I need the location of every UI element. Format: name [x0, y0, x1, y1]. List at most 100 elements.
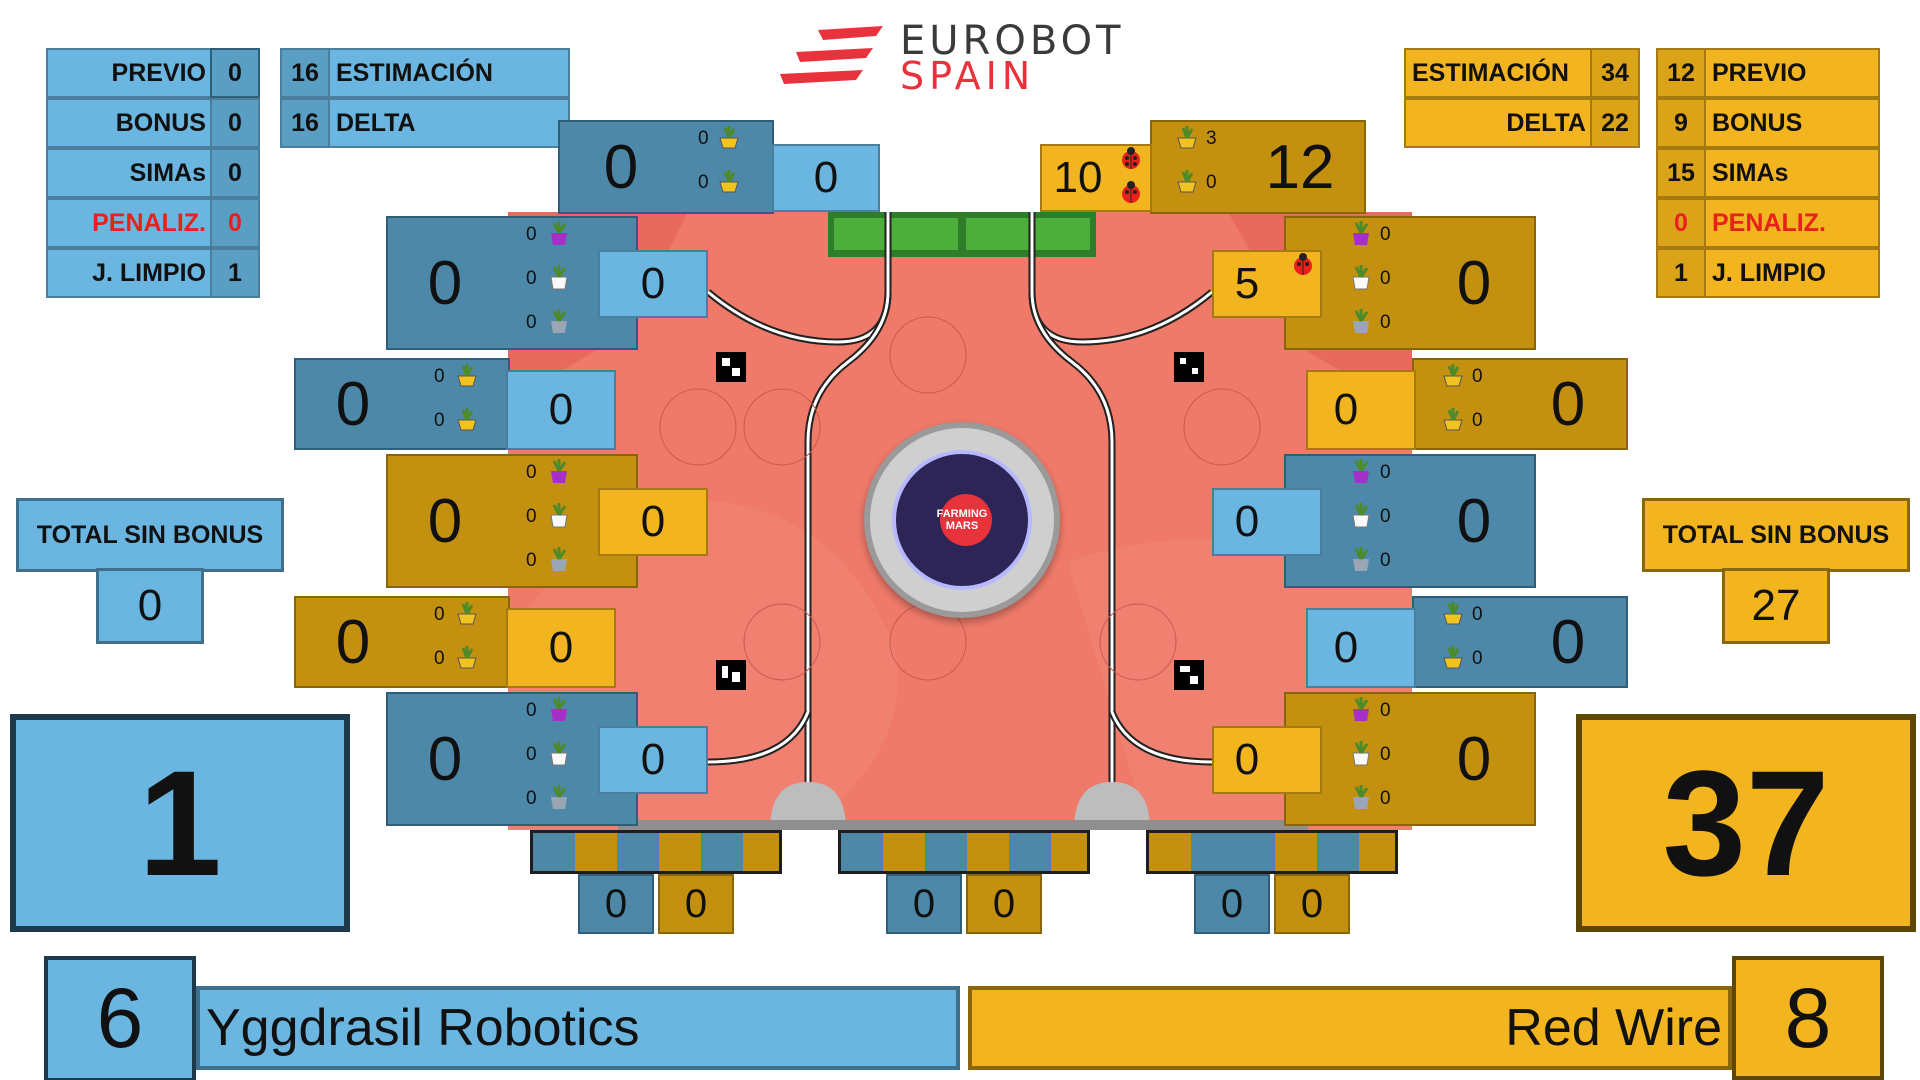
yellow-delta-label: DELTA: [1506, 108, 1586, 137]
right-zone-2: [1412, 358, 1628, 450]
left-zone-1-a: 0: [526, 224, 537, 245]
right-zone-4-score: 0: [1550, 607, 1586, 677]
right-zone-2-inner-value: 0: [1333, 385, 1359, 434]
right-zone-5-b: 0: [1380, 744, 1391, 765]
grey-pot-icon: [1353, 309, 1369, 333]
purple-pot-icon: [551, 221, 567, 245]
bottom-1-blue-box: [578, 874, 654, 934]
right-zone-5-c: 0: [1380, 788, 1391, 809]
plant-pot-icon: [457, 602, 477, 625]
plant-pot-icon: [1443, 646, 1463, 669]
plant-pot-icon: [719, 170, 739, 193]
top-yellow-ladybug-value: 10: [1053, 153, 1103, 202]
right-zone-3-b: 0: [1380, 506, 1391, 527]
left-zone-4-score: 0: [335, 607, 371, 677]
yellow-limpio-value: 1: [1674, 258, 1688, 287]
white-pot-icon: [550, 741, 568, 766]
left-zone-5-score: 0: [427, 724, 463, 794]
ladybug-icon: [1122, 147, 1140, 169]
blue-team-name-box: [196, 986, 960, 1070]
bottom-panel-3: [1146, 830, 1398, 874]
yellow-score-box: [1576, 714, 1916, 932]
right-zone-2-b: 0: [1472, 410, 1483, 431]
yellow-delta-value: 22: [1601, 108, 1629, 137]
right-zone-1-inner-value: 5: [1234, 259, 1260, 308]
purple-pot-icon: [1353, 697, 1369, 721]
left-zone-4-a: 0: [434, 604, 445, 625]
plant-pot-icon: [457, 408, 477, 431]
plant-pot-icon: [1443, 602, 1463, 625]
plant-pot-icon: [719, 126, 739, 149]
plant-pot-icon: [457, 646, 477, 669]
left-zone-1-score: 0: [427, 248, 463, 318]
bottom-3-blue-box: [1194, 874, 1270, 934]
purple-pot-icon: [1353, 221, 1369, 245]
left-zone-1-inner-value: 0: [640, 259, 666, 308]
right-zone-4-inner: [1306, 608, 1416, 688]
right-zone-3-c: 0: [1380, 550, 1391, 571]
top-yellow-pot2: 0: [1206, 172, 1217, 193]
left-zone-3-inner: [598, 488, 708, 556]
bottom-2-yellow: 0: [992, 881, 1016, 926]
yellow-estimacion-value: 34: [1601, 58, 1629, 87]
left-zone-1-inner: [598, 250, 708, 318]
right-zone-1-b: 0: [1380, 268, 1391, 289]
grey-pot-icon: [551, 547, 567, 571]
yellow-total-value: 27: [1751, 581, 1801, 630]
bottom-1-blue: 0: [604, 881, 628, 926]
top-blue-pot1: 0: [698, 128, 709, 149]
left-zone-4-b: 0: [434, 648, 445, 669]
yellow-total-box: [1642, 498, 1910, 572]
blue-penaliz-value: 0: [228, 208, 242, 237]
right-zone-3-inner: [1212, 488, 1322, 556]
yellow-team-name-box: [968, 986, 1732, 1070]
yellow-bonus-value: 9: [1674, 108, 1688, 137]
blue-penaliz-label: PENALIZ.: [92, 208, 206, 237]
yellow-simas-value: 15: [1667, 158, 1695, 187]
purple-pot-icon: [1353, 459, 1369, 483]
yellow-team-number-box: [1732, 956, 1884, 1080]
eurobot-logo: EUROBOT SPAIN: [778, 18, 1158, 98]
bottom-3-yellow: 0: [1300, 881, 1324, 926]
plant-pot-icon: [1177, 170, 1197, 193]
blue-total-value: 0: [137, 581, 163, 630]
bottom-3-blue: 0: [1220, 881, 1244, 926]
bottom-1-yellow-box: [658, 874, 734, 934]
left-zone-5-c: 0: [526, 788, 537, 809]
bottom-2-yellow-box: [966, 874, 1042, 934]
blue-score: 1: [138, 738, 222, 907]
right-zone-4-b: 0: [1472, 648, 1483, 669]
purple-pot-icon: [551, 697, 567, 721]
left-zone-5-inner: [598, 726, 708, 794]
right-zone-1-score: 0: [1456, 248, 1492, 318]
logo-line1: EUROBOT: [900, 18, 1125, 64]
grey-pot-icon: [551, 785, 567, 809]
right-zone-2-score: 0: [1550, 369, 1586, 439]
blue-previo-label: PREVIO: [111, 58, 206, 87]
right-zone-5-inner: [1212, 726, 1322, 794]
blue-delta-label: DELTA: [336, 108, 416, 137]
yellow-estimacion-label: ESTIMACIÓN: [1412, 58, 1569, 87]
right-zone-1-c: 0: [1380, 312, 1391, 333]
left-zone-2-score: 0: [335, 369, 371, 439]
blue-score-box: [10, 714, 350, 932]
plant-pot-icon: [1443, 408, 1463, 431]
top-yellow-pot1: 3: [1206, 128, 1217, 149]
left-zone-1-b: 0: [526, 268, 537, 289]
left-zone-4-inner: [506, 608, 616, 688]
blue-team-number-box: [44, 956, 196, 1080]
left-zone-1-c: 0: [526, 312, 537, 333]
center-line2: MARS: [945, 520, 979, 532]
plant-pot-icon: [1177, 126, 1197, 149]
yellow-previo-label: PREVIO: [1712, 58, 1807, 87]
top-blue-zone-score: 0: [603, 132, 639, 202]
blue-limpio-value: 1: [228, 258, 242, 287]
blue-limpio-label: J. LIMPIO: [92, 258, 206, 287]
left-zone-5: [386, 692, 638, 826]
right-zone-3-inner-value: 0: [1234, 497, 1260, 546]
blue-bonus-label: BONUS: [115, 108, 206, 137]
right-zone-3-score: 0: [1456, 486, 1492, 556]
blue-total-box: [16, 498, 284, 572]
center-emblem: FARMING MARS: [864, 422, 1060, 618]
blue-total-label: TOTAL SIN BONUS: [36, 520, 264, 549]
